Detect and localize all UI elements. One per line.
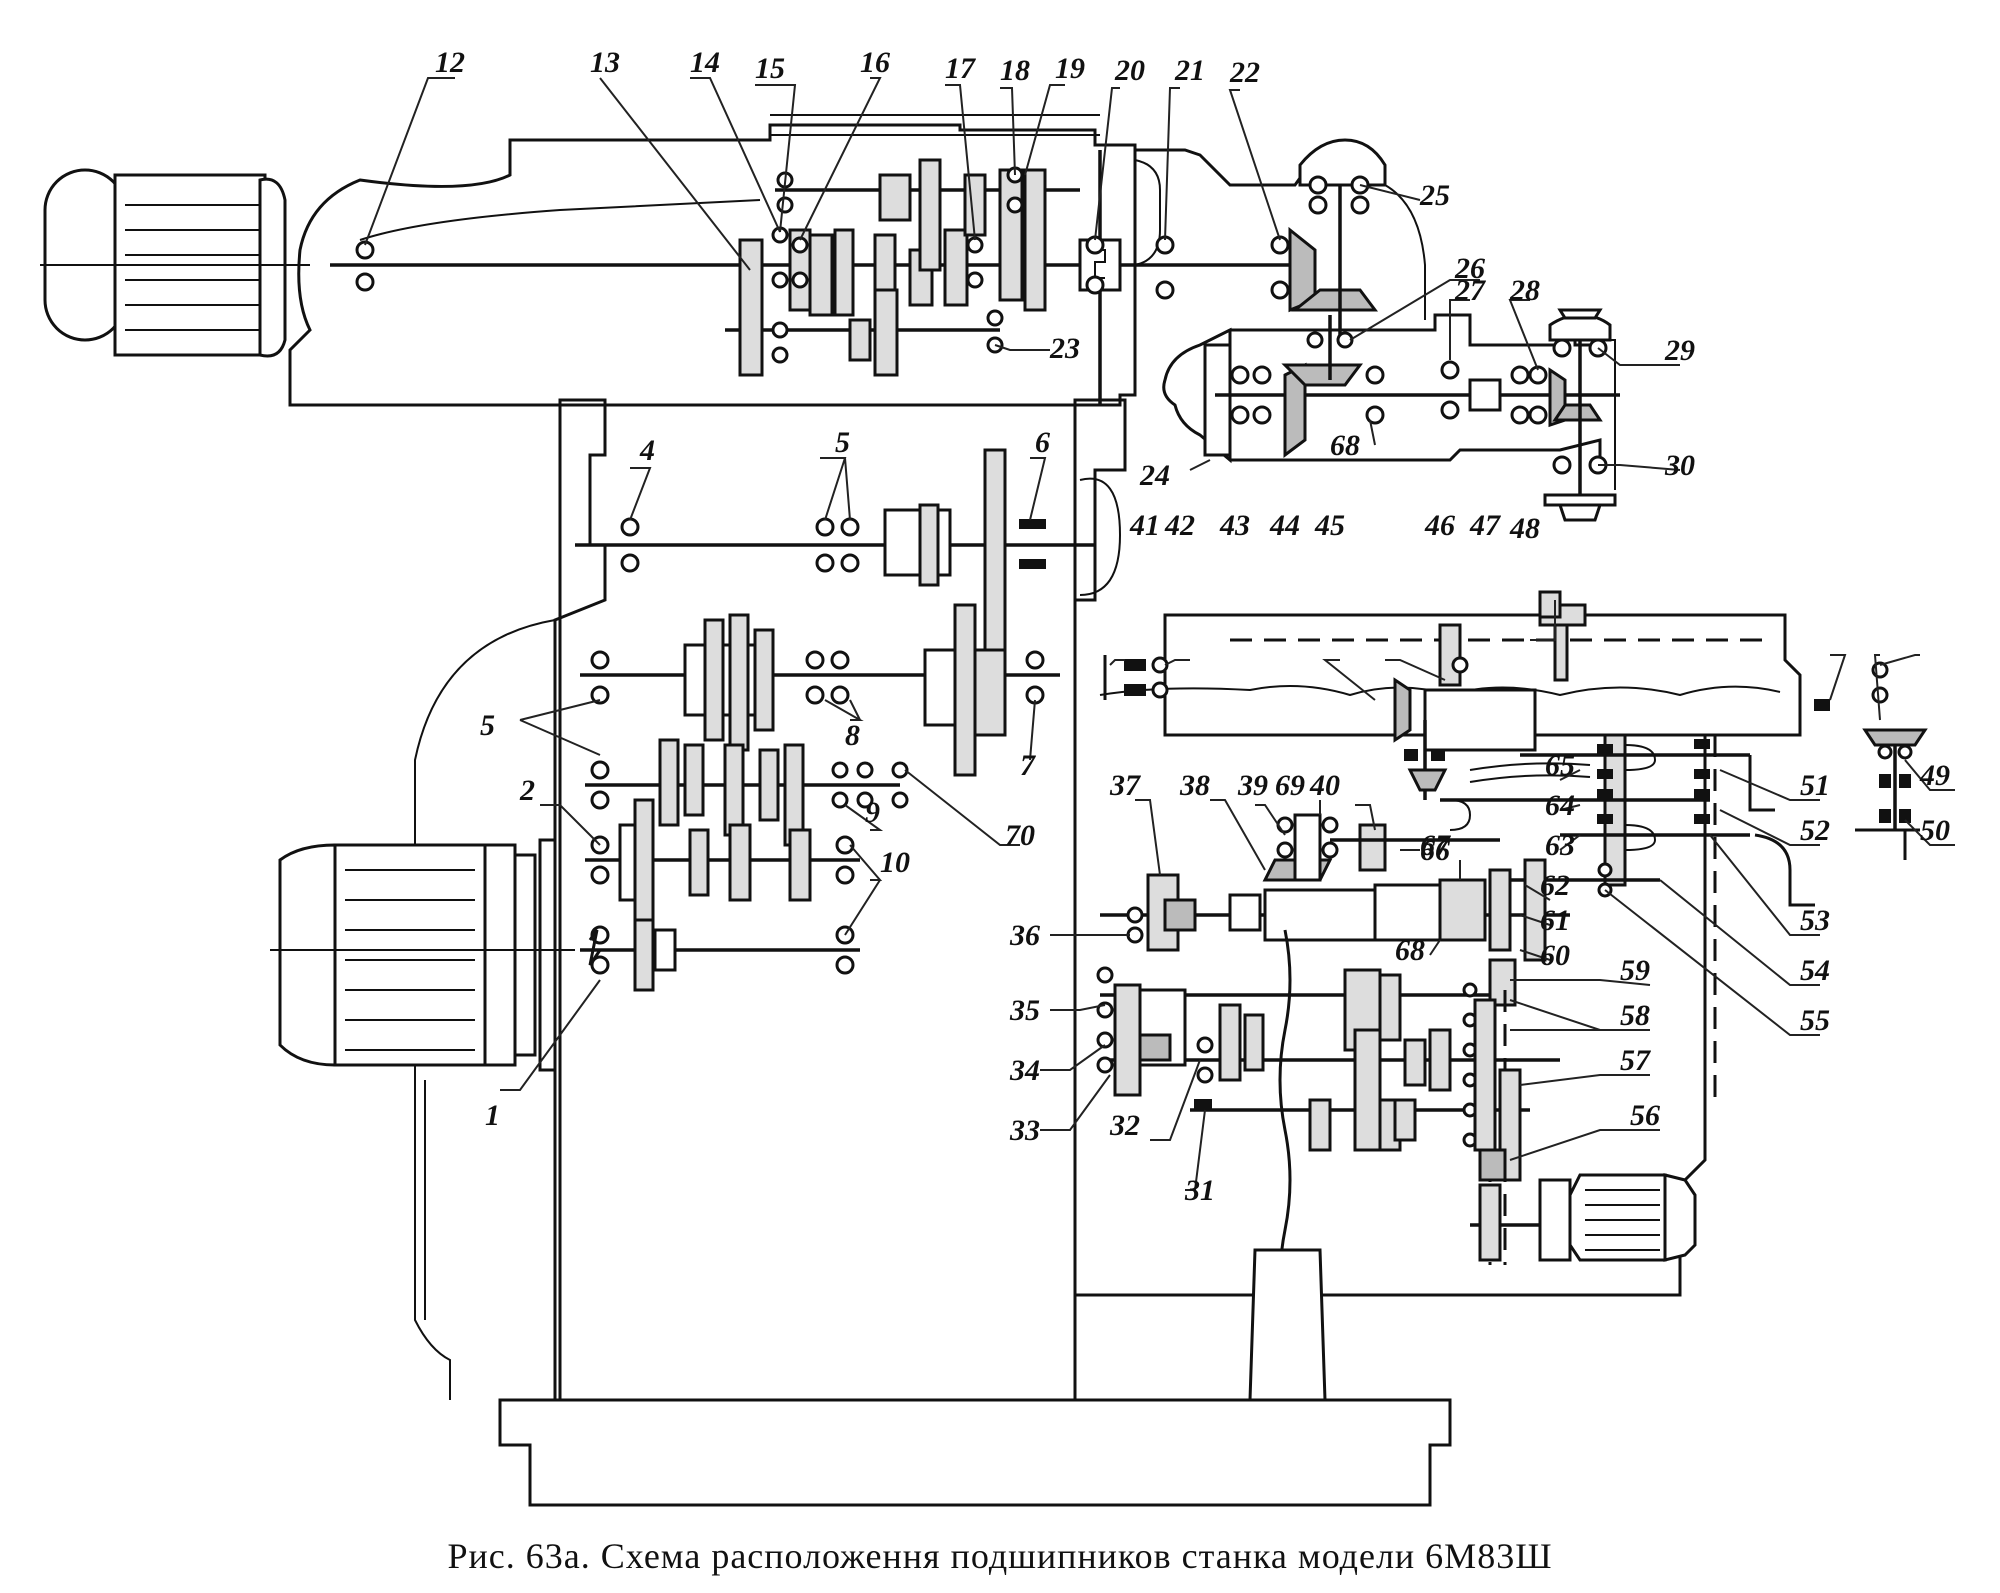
main-motor-top bbox=[40, 168, 310, 358]
label-43: 43 bbox=[1219, 509, 1250, 542]
label-5-top: 5 bbox=[835, 426, 850, 459]
spindle-head bbox=[1288, 138, 1426, 345]
label-56: 56 bbox=[1630, 1099, 1660, 1132]
label-70: 70 bbox=[1005, 819, 1035, 852]
label-27: 27 bbox=[1454, 274, 1486, 307]
label-30: 30 bbox=[1664, 449, 1695, 482]
label-47: 47 bbox=[1469, 509, 1501, 542]
machine-base bbox=[498, 1398, 1452, 1507]
label-50: 50 bbox=[1920, 814, 1950, 847]
label-64: 64 bbox=[1545, 789, 1575, 822]
label-52: 52 bbox=[1800, 814, 1830, 847]
label-25: 25 bbox=[1419, 179, 1450, 212]
label-39: 39 bbox=[1237, 769, 1268, 802]
label-4: 4 bbox=[639, 434, 655, 467]
label-14: 14 bbox=[690, 46, 720, 79]
label-42: 42 bbox=[1164, 509, 1195, 542]
label-67: 67 bbox=[1420, 829, 1451, 862]
label-65: 65 bbox=[1545, 749, 1575, 782]
label-32: 32 bbox=[1109, 1109, 1140, 1142]
top-gear-cluster bbox=[738, 158, 1047, 377]
label-34: 34 bbox=[1009, 1054, 1040, 1087]
label-28: 28 bbox=[1509, 274, 1540, 307]
label-31: 31 bbox=[1184, 1174, 1215, 1207]
label-55: 55 bbox=[1800, 1004, 1830, 1037]
column-top-shaft bbox=[575, 448, 1095, 652]
label-13: 13 bbox=[590, 46, 620, 79]
label-26: 26 bbox=[1454, 252, 1485, 285]
label-51: 51 bbox=[1800, 769, 1830, 802]
label-35: 35 bbox=[1009, 994, 1040, 1027]
label-6: 6 bbox=[1035, 426, 1050, 459]
feed-mechanism bbox=[1075, 720, 1928, 1297]
column-gearbox bbox=[580, 603, 1060, 992]
bearing-layout-diagram: 12 13 14 15 16 17 18 19 20 21 22 23 24 2… bbox=[40, 46, 1955, 1507]
label-19: 19 bbox=[1055, 52, 1085, 85]
label-2: 2 bbox=[519, 774, 535, 807]
label-15: 15 bbox=[755, 52, 785, 85]
label-12: 12 bbox=[435, 46, 465, 79]
label-66: 66 bbox=[1420, 834, 1450, 867]
figure-caption: Рис. 63а. Схема расположення подшипников… bbox=[447, 1536, 1553, 1576]
label-24: 24 bbox=[1139, 459, 1170, 492]
label-54: 54 bbox=[1800, 954, 1830, 987]
swivel-head bbox=[1162, 308, 1620, 522]
label-41: 41 bbox=[1129, 509, 1160, 542]
label-10: 10 bbox=[880, 846, 910, 879]
label-68-head: 68 bbox=[1330, 429, 1360, 462]
knee-gearbox bbox=[1096, 813, 1697, 1402]
label-17: 17 bbox=[945, 52, 976, 85]
label-62: 62 bbox=[1540, 869, 1570, 902]
label-8: 8 bbox=[845, 719, 860, 752]
label-21: 21 bbox=[1174, 54, 1205, 87]
label-36: 36 bbox=[1009, 919, 1040, 952]
label-40: 40 bbox=[1309, 769, 1340, 802]
label-23: 23 bbox=[1049, 332, 1080, 365]
label-63: 63 bbox=[1545, 829, 1575, 862]
label-61: 61 bbox=[1540, 904, 1570, 937]
label-48: 48 bbox=[1509, 512, 1540, 545]
label-46: 46 bbox=[1424, 509, 1455, 542]
label-49: 49 bbox=[1919, 759, 1950, 792]
main-motor-lower bbox=[270, 838, 575, 1072]
label-7: 7 bbox=[1020, 749, 1036, 782]
label-5-left: 5 bbox=[480, 709, 495, 742]
label-22: 22 bbox=[1229, 56, 1260, 89]
label-18: 18 bbox=[1000, 54, 1030, 87]
label-44: 44 bbox=[1269, 509, 1300, 542]
work-table bbox=[1099, 590, 1889, 752]
label-59: 59 bbox=[1620, 954, 1650, 987]
label-9: 9 bbox=[865, 796, 880, 829]
label-60: 60 bbox=[1540, 939, 1570, 972]
leader-lines bbox=[364, 77, 1955, 1191]
label-68-knee: 68 bbox=[1395, 934, 1425, 967]
label-33: 33 bbox=[1009, 1114, 1040, 1147]
machine-column bbox=[414, 398, 1127, 1400]
label-20: 20 bbox=[1114, 54, 1145, 87]
label-1: 1 bbox=[485, 1099, 500, 1132]
label-16: 16 bbox=[860, 46, 890, 79]
label-57: 57 bbox=[1620, 1044, 1651, 1077]
callout-labels: 12 13 14 15 16 17 18 19 20 21 22 23 24 2… bbox=[435, 46, 1950, 1207]
label-58: 58 bbox=[1620, 999, 1650, 1032]
label-29: 29 bbox=[1664, 334, 1695, 367]
label-38: 38 bbox=[1179, 769, 1210, 802]
label-45: 45 bbox=[1314, 509, 1345, 542]
label-53: 53 bbox=[1800, 904, 1830, 937]
label-69: 69 bbox=[1275, 769, 1305, 802]
label-37: 37 bbox=[1109, 769, 1141, 802]
